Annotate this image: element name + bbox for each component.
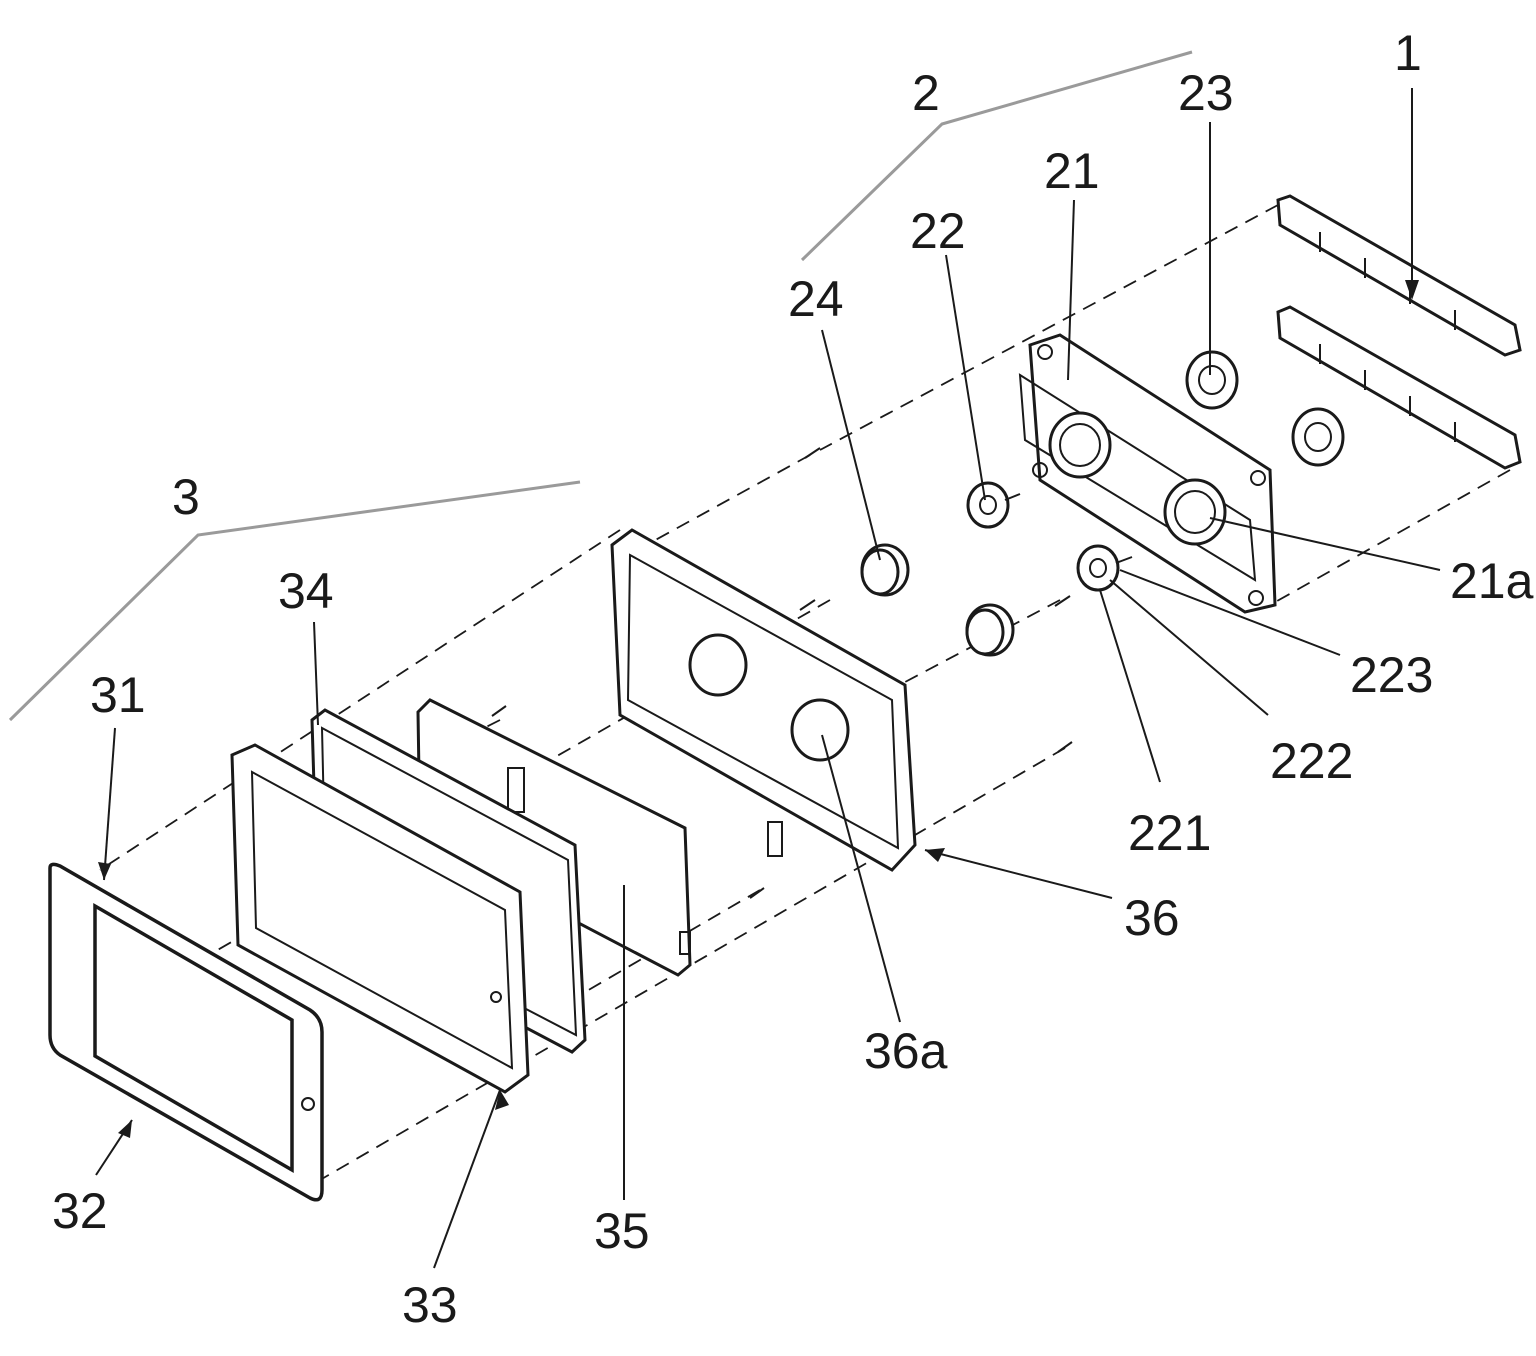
label-21a: 21a [1450, 553, 1534, 609]
front-frame [230, 743, 530, 1094]
rear-case [610, 528, 917, 872]
label-2: 2 [912, 65, 940, 121]
label-21: 21 [1044, 143, 1100, 199]
label-32: 32 [52, 1183, 108, 1239]
label-1: 1 [1394, 25, 1422, 81]
grommets [1185, 350, 1345, 467]
leader-lines [8, 50, 1441, 1269]
label-23: 23 [1178, 65, 1234, 121]
label-33: 33 [402, 1277, 458, 1333]
label-36: 36 [1124, 890, 1180, 946]
label-221: 221 [1128, 805, 1211, 861]
label-36a: 36a [864, 1023, 948, 1079]
reference-numerals: 1 2 23 21 22 24 3 34 31 21a 223 222 221 … [52, 25, 1534, 1333]
label-31: 31 [90, 667, 146, 723]
label-34: 34 [278, 563, 334, 619]
knob-fasteners [966, 481, 1133, 592]
label-24: 24 [788, 271, 844, 327]
label-223: 223 [1350, 647, 1433, 703]
label-35: 35 [594, 1203, 650, 1259]
display-panel [48, 862, 324, 1202]
dampers [860, 543, 1015, 657]
screws [491, 447, 1073, 899]
label-222: 222 [1270, 733, 1353, 789]
mounting-bracket [1018, 333, 1277, 614]
label-22: 22 [910, 203, 966, 259]
label-3: 3 [172, 469, 200, 525]
